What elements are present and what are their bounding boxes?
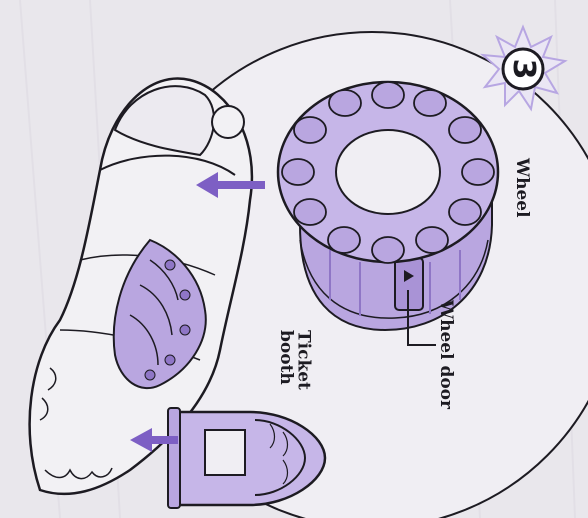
wheel-door-label: Wheel door bbox=[436, 300, 454, 409]
wheel-label: Wheel bbox=[512, 158, 530, 218]
ticket-booth-label: Ticket booth bbox=[276, 330, 312, 390]
step-number: 3 bbox=[500, 46, 546, 92]
